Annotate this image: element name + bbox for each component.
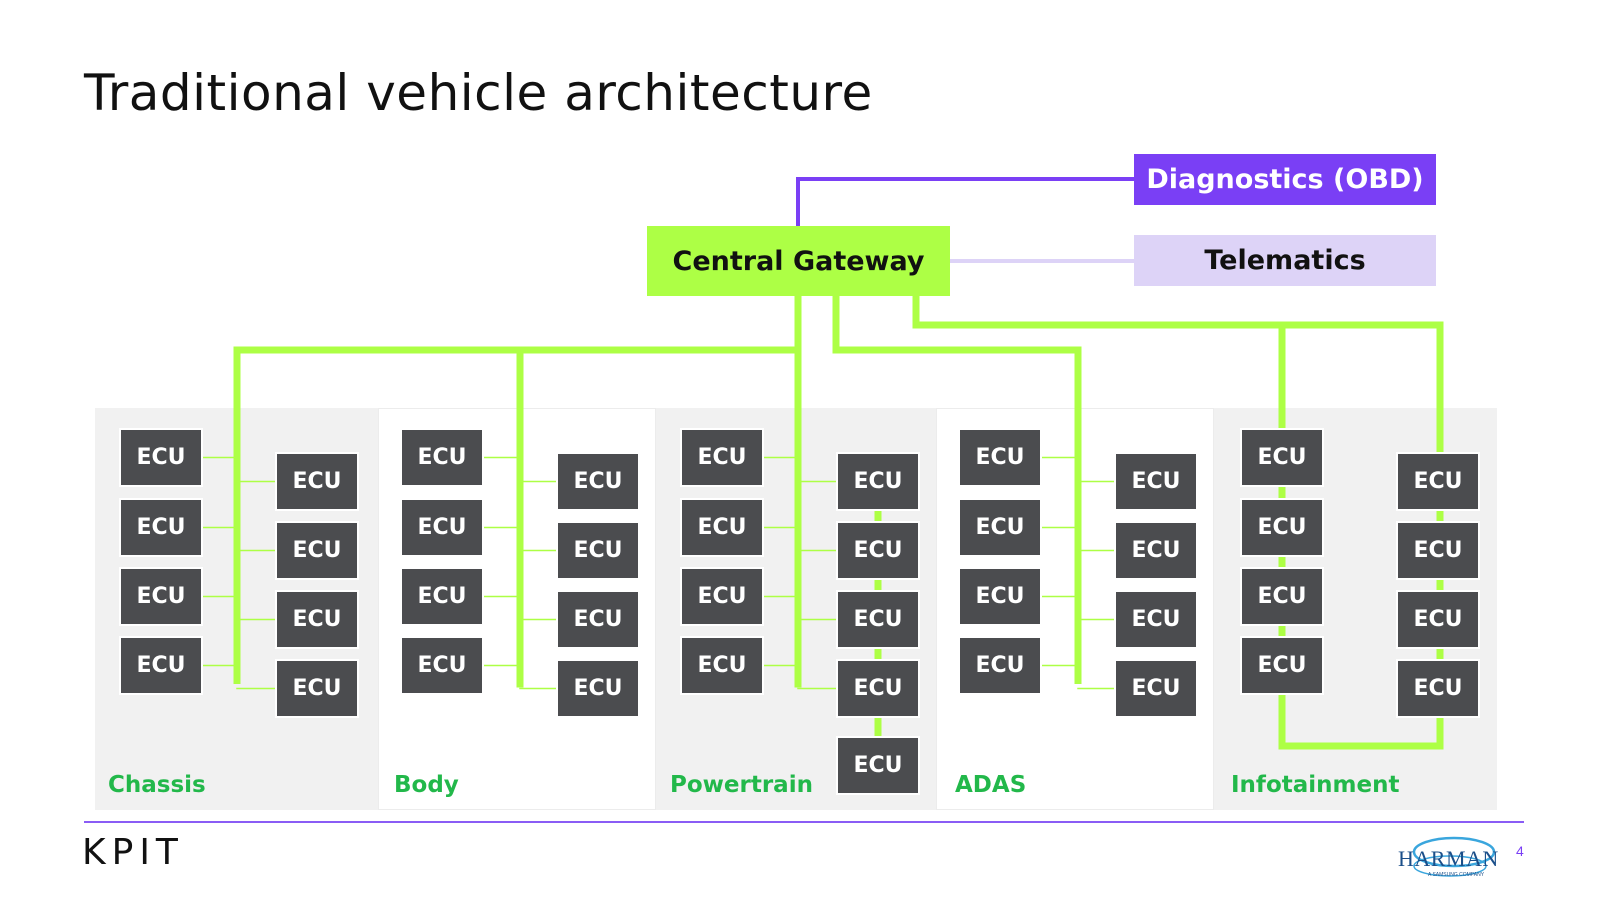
ecu-body-left-1: ECU bbox=[402, 430, 482, 485]
ecu-body-right-3: ECU bbox=[558, 592, 638, 647]
ecu-chassis-left-4: ECU bbox=[121, 638, 201, 693]
domain-label-powertrain: Powertrain bbox=[670, 772, 813, 798]
ecu-body-right-2: ECU bbox=[558, 523, 638, 578]
ecu-adas-right-4: ECU bbox=[1116, 661, 1196, 716]
ecu-chassis-right-4: ECU bbox=[277, 661, 357, 716]
ecu-adas-right-3: ECU bbox=[1116, 592, 1196, 647]
ecu-adas-left-1: ECU bbox=[960, 430, 1040, 485]
domain-label-chassis: Chassis bbox=[108, 772, 206, 798]
ecu-adas-right-1: ECU bbox=[1116, 454, 1196, 509]
ecu-chassis-right-3: ECU bbox=[277, 592, 357, 647]
ecu-infotainment-left-1: ECU bbox=[1242, 430, 1322, 485]
page-number: 4 bbox=[1516, 843, 1524, 859]
ecu-body-right-4: ECU bbox=[558, 661, 638, 716]
ecu-adas-right-2: ECU bbox=[1116, 523, 1196, 578]
slide-title: Traditional vehicle architecture bbox=[84, 64, 873, 122]
domain-label-adas: ADAS bbox=[955, 772, 1027, 798]
ecu-infotainment-right-3: ECU bbox=[1398, 592, 1478, 647]
ecu-adas-left-2: ECU bbox=[960, 500, 1040, 555]
bus-gateway-adas bbox=[832, 296, 1082, 684]
ecu-infotainment-right-4: ECU bbox=[1398, 661, 1478, 716]
ecu-infotainment-right-2: ECU bbox=[1398, 523, 1478, 578]
kpit-logo: KPIT bbox=[82, 832, 184, 873]
domain-label-body: Body bbox=[394, 772, 459, 798]
harman-logo: HARMAN A SAMSUNG COMPANY bbox=[1390, 828, 1506, 890]
obd-connection-line bbox=[796, 177, 1134, 226]
ecu-powertrain-right-4: ECU bbox=[838, 661, 918, 716]
ecu-infotainment-left-4: ECU bbox=[1242, 638, 1322, 693]
ecu-powertrain-right-1: ECU bbox=[838, 454, 918, 509]
ecu-infotainment-left-2: ECU bbox=[1242, 500, 1322, 555]
ecu-chassis-left-1: ECU bbox=[121, 430, 201, 485]
diagnostics-obd: Diagnostics (OBD) bbox=[1134, 154, 1436, 205]
ecu-chassis-right-1: ECU bbox=[277, 454, 357, 509]
harman-subtitle: A SAMSUNG COMPANY bbox=[1428, 872, 1485, 878]
ecu-chassis-left-3: ECU bbox=[121, 569, 201, 624]
telematics: Telematics bbox=[1134, 235, 1436, 286]
ecu-powertrain-left-4: ECU bbox=[682, 638, 762, 693]
ecu-chassis-left-2: ECU bbox=[121, 500, 201, 555]
ecu-powertrain-right-5: ECU bbox=[838, 738, 918, 793]
ecu-infotainment-left-3: ECU bbox=[1242, 569, 1322, 624]
domain-label-infotainment: Infotainment bbox=[1231, 772, 1400, 798]
harman-wordmark: HARMAN bbox=[1398, 846, 1499, 871]
ecu-body-left-2: ECU bbox=[402, 500, 482, 555]
ecu-adas-left-3: ECU bbox=[960, 569, 1040, 624]
ecu-infotainment-right-1: ECU bbox=[1398, 454, 1478, 509]
ecu-powertrain-right-2: ECU bbox=[838, 523, 918, 578]
ecu-adas-left-4: ECU bbox=[960, 638, 1040, 693]
ecu-chassis-right-2: ECU bbox=[277, 523, 357, 578]
footer-divider bbox=[84, 821, 1524, 823]
ecu-powertrain-left-2: ECU bbox=[682, 500, 762, 555]
central-gateway: Central Gateway bbox=[647, 226, 950, 296]
ecu-powertrain-left-1: ECU bbox=[682, 430, 762, 485]
ecu-body-left-4: ECU bbox=[402, 638, 482, 693]
ecu-body-right-1: ECU bbox=[558, 454, 638, 509]
ecu-body-left-3: ECU bbox=[402, 569, 482, 624]
ecu-powertrain-right-3: ECU bbox=[838, 592, 918, 647]
ecu-powertrain-left-3: ECU bbox=[682, 569, 762, 624]
